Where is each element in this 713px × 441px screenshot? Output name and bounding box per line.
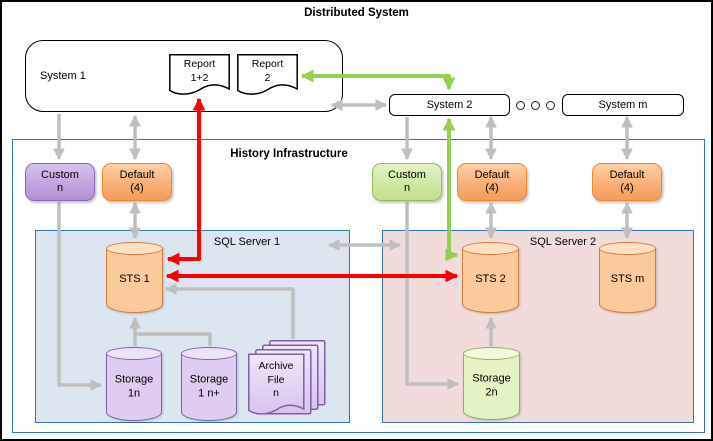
report-2-doc: Report 2 — [237, 54, 298, 98]
custom-left-label: Custom n — [41, 168, 79, 194]
sts-1-cylinder: STS 1 — [106, 242, 163, 313]
report-2-shape — [237, 54, 298, 95]
sts-2-label: STS 2 — [475, 273, 506, 286]
report-2-label: Report 2 — [251, 58, 284, 84]
sql-server-1-label: SQL Server 1 — [213, 236, 281, 248]
default-right-label: Default (4) — [609, 168, 645, 194]
ellipsis-circle — [516, 101, 525, 110]
custom-right-node: Custom n — [372, 163, 442, 201]
storage-1np-label: Storage 1 n+ — [189, 373, 229, 399]
history-title: History Infrastructure — [230, 148, 348, 160]
storage-1n-label: Storage 1n — [114, 373, 154, 399]
system2-label: System 2 — [426, 99, 473, 111]
history-infrastructure-box — [12, 139, 705, 433]
storage-2n-label: Storage 2n — [472, 372, 511, 399]
storage-2n-cylinder: Storage 2n — [463, 347, 520, 420]
storage-1n-cylinder: Storage 1n — [106, 347, 162, 421]
system-m-label: System m — [598, 99, 648, 111]
system1-label: System 1 — [40, 70, 86, 82]
ellipsis-circle — [531, 101, 540, 110]
system-m-box: System m — [562, 94, 684, 116]
sts-m-cylinder: STS m — [599, 242, 656, 313]
default-right-node: Default (4) — [592, 163, 662, 201]
archive-file-label: Archive File n — [258, 360, 294, 400]
default-left-label: Default (4) — [119, 168, 155, 194]
sts-1-label: STS 1 — [119, 273, 150, 286]
default-mid-label: Default (4) — [474, 168, 510, 194]
report-1-2-doc: Report 1+2 — [169, 54, 230, 98]
report-1-2-shape — [169, 54, 230, 95]
ellipsis-circle — [546, 101, 555, 110]
custom-right-label: Custom n — [388, 168, 426, 194]
default-left-node: Default (4) — [102, 163, 172, 201]
sql-server-2-label: SQL Server 2 — [529, 236, 597, 248]
custom-left-node: Custom n — [25, 163, 95, 201]
default-mid-node: Default (4) — [457, 163, 527, 201]
archive-file-stack: Archive File n — [248, 340, 328, 422]
sts-m-label: STS m — [610, 273, 645, 286]
system2-box: System 2 — [389, 94, 510, 116]
report-1-2-label: Report 1+2 — [183, 58, 216, 84]
storage-1np-cylinder: Storage 1 n+ — [181, 347, 237, 421]
archive-page-front — [248, 353, 305, 415]
sts-2-cylinder: STS 2 — [462, 242, 519, 313]
diagram-title: Distributed System — [304, 7, 409, 19]
